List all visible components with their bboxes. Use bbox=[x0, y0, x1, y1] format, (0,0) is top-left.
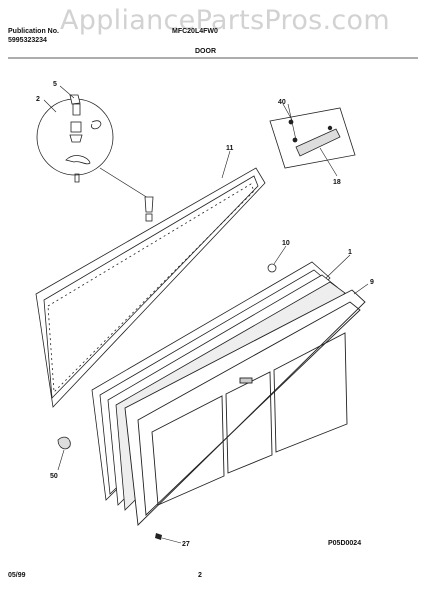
screw-part bbox=[155, 533, 162, 540]
callout-2: 2 bbox=[36, 96, 40, 103]
publication-label: Publication No. bbox=[8, 28, 59, 35]
figure-code: P05D0024 bbox=[328, 540, 362, 547]
section-title: DOOR bbox=[195, 48, 216, 55]
callout-50: 50 bbox=[50, 473, 58, 480]
callout-1: 1 bbox=[348, 249, 352, 256]
watermark: AppliancePartsPros.com bbox=[60, 5, 390, 36]
hinge-detail bbox=[36, 94, 114, 183]
callout-18: 18 bbox=[333, 179, 341, 186]
door-gasket bbox=[35, 167, 266, 408]
callout-10: 10 bbox=[282, 240, 290, 247]
footer-date: 05/99 bbox=[8, 572, 26, 579]
callout-40: 40 bbox=[278, 99, 286, 106]
callout-9: 9 bbox=[370, 279, 374, 286]
model-number: MFC20L4FW0 bbox=[172, 28, 218, 35]
callout-11: 11 bbox=[226, 145, 234, 152]
detail-leader bbox=[99, 167, 149, 199]
outer-door bbox=[124, 289, 366, 526]
callout-leaders bbox=[43, 85, 369, 544]
cam-part bbox=[57, 436, 71, 450]
publication-number: 5995323234 bbox=[8, 37, 47, 44]
stop-bumper bbox=[267, 263, 277, 273]
callout-27: 27 bbox=[182, 541, 190, 548]
handle-inset bbox=[269, 107, 356, 169]
page-number: 2 bbox=[198, 572, 202, 579]
callout-5: 5 bbox=[53, 81, 57, 88]
